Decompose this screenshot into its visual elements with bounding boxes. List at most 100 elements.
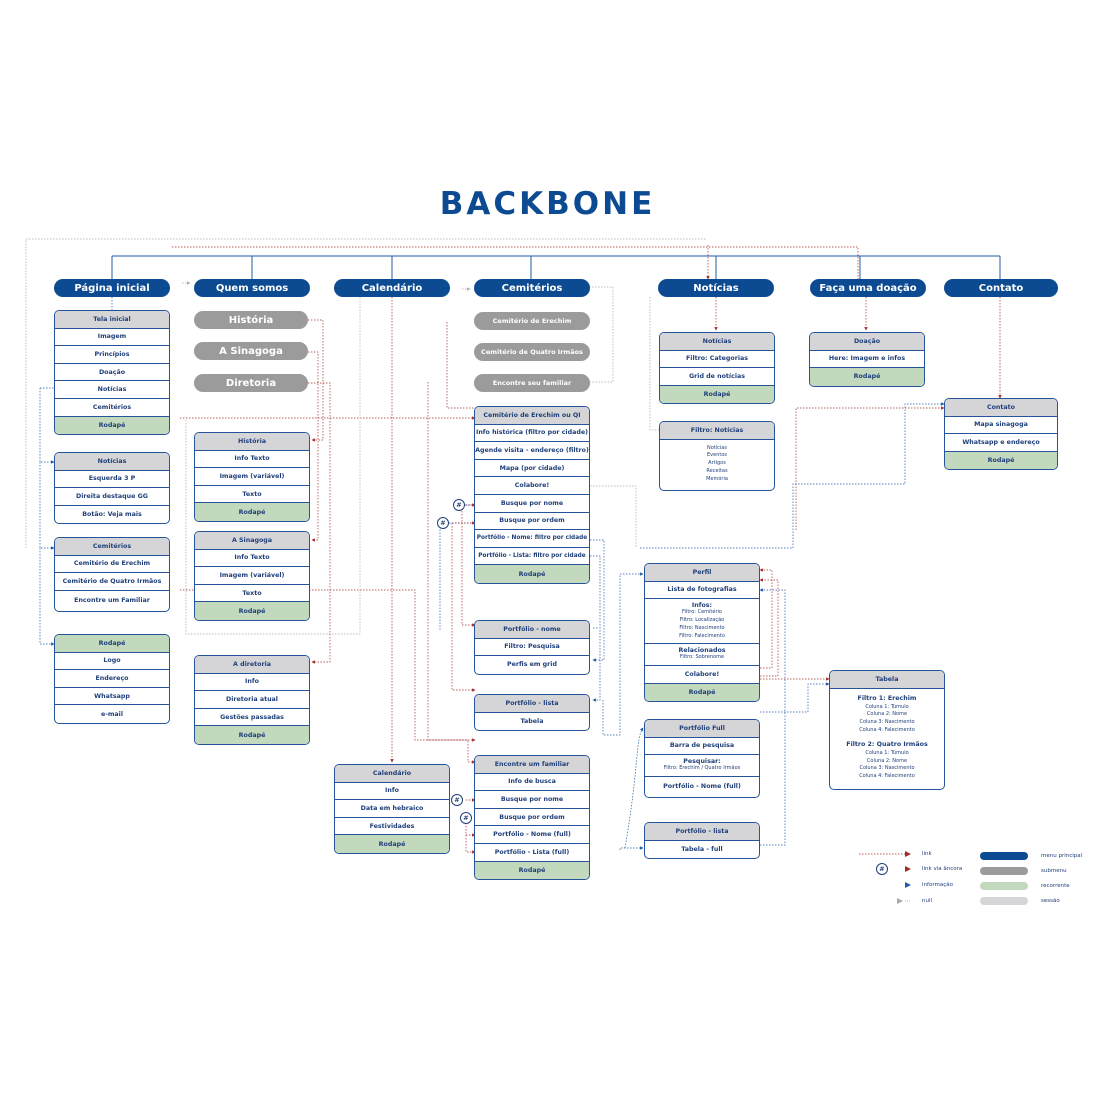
pesquisar-title: Pesquisar: — [683, 758, 721, 766]
section-header: Doação — [810, 333, 924, 351]
column-item: Coluna 2: Nome — [866, 711, 908, 718]
filter-item: Filtro: Sobrenome — [679, 654, 725, 661]
relacionados-title: Relacionados — [678, 647, 726, 655]
legend-menu-swatch — [980, 852, 1028, 860]
legend-menu-label: menu principal — [1041, 853, 1083, 859]
section-row: Whatsapp — [55, 688, 169, 706]
section-header: Notícias — [55, 453, 169, 471]
section-row: Colabore! — [645, 666, 759, 684]
filter-item: Memória — [706, 475, 728, 482]
column-item: Coluna 1: Túmulo — [865, 703, 909, 710]
filter-item: Notícias — [707, 444, 727, 451]
section-row: Notícias — [55, 381, 169, 399]
section-row: Direita destaque GG — [55, 488, 169, 506]
submenu-cemiterio-erechim[interactable]: Cemitério de Erechim — [474, 312, 590, 330]
infos-section: Infos: Filtro: Cemitério Filtro: Localiz… — [645, 599, 759, 645]
filter-item: Filtro: Nascimento — [679, 624, 725, 631]
section-row: Info histórica (filtro por cidade) — [475, 425, 589, 443]
legend-section-label: sessão — [1041, 898, 1060, 904]
column-item: Coluna 2: Nome — [866, 757, 908, 764]
section-header: Notícias — [660, 333, 774, 351]
footer-row: Rodapé — [55, 416, 169, 435]
section-row: Mapa (por cidade) — [475, 460, 589, 478]
cemiterio-gi-box: Cemitério de Erechim ou QI Info históric… — [474, 406, 590, 584]
footer-row: Rodapé — [335, 835, 449, 853]
section-header: Calendário — [335, 765, 449, 783]
page-title: BACKBONE — [439, 186, 656, 222]
legend-hash-icon: # — [876, 863, 888, 875]
anchor-hash-icon: # — [460, 812, 472, 824]
section-row: Info Texto — [195, 451, 309, 469]
section-row: Busque por nome — [475, 495, 589, 513]
section-row: Mapa sinagoga — [945, 417, 1057, 435]
filter-item: Eventos — [707, 452, 727, 459]
legend-recurring-swatch — [980, 882, 1028, 890]
pesquisar-section: Pesquisar: Filtro: Erechim / Quatro Irmã… — [645, 755, 759, 777]
section-row: Barra de pesquisa — [645, 738, 759, 756]
filter-title: Filtro 2: Quatro Irmãos — [846, 740, 928, 748]
menu-noticias[interactable]: Notícias — [658, 279, 774, 297]
rodape-box: Rodapé Logo Endereço Whatsapp e-mail — [54, 634, 170, 724]
section-row: Botão: Veja mais — [82, 511, 142, 519]
section-header: Tela inicial — [55, 311, 169, 329]
footer-row: Rodapé — [645, 683, 759, 702]
section-row: e-mail — [100, 710, 123, 718]
section-header: Perfil — [645, 564, 759, 582]
section-row: Encontre um Familiar — [74, 597, 150, 605]
submenu-diretoria[interactable]: Diretoria — [194, 374, 308, 392]
section-row: Diretoria atual — [195, 691, 309, 709]
tela-inicial-box: Tela inicial Imagem Princípios Doação No… — [54, 310, 170, 436]
legend-submenu-swatch — [980, 867, 1028, 875]
menu-contato[interactable]: Contato — [944, 279, 1058, 297]
section-row: Doação — [55, 364, 169, 382]
relacionados-section: Relacionados Filtro: Sobrenome — [645, 644, 759, 667]
column-item: Coluna 1: Túmulo — [865, 749, 909, 756]
filtro-noticias-box: Filtro: Notícias Notícias Eventos Artigo… — [659, 421, 775, 491]
tabela-content: Filtro 1: Erechim Coluna 1: Túmulo Colun… — [830, 689, 944, 789]
menu-cemiterios[interactable]: Cemitérios — [474, 279, 590, 297]
footer-row: Rodapé — [475, 861, 589, 880]
tabela-box: Tabela Filtro 1: Erechim Coluna 1: Túmul… — [829, 670, 945, 790]
column-item: Coluna 4: Falecimento — [859, 726, 915, 733]
submenu-historia[interactable]: História — [194, 311, 308, 329]
footer-row: Rodapé — [945, 451, 1057, 470]
footer-row: Rodapé — [195, 726, 309, 744]
section-header: Portfólio - lista — [645, 823, 759, 841]
section-row: Filtro: Categorias — [660, 351, 774, 369]
section-row: Portfólio - Nome (full) — [475, 826, 589, 844]
portfolio-full-box: Portfólio Full Barra de pesquisa Pesquis… — [644, 719, 760, 798]
noticias-box: Notícias Filtro: Categorias Grid de notí… — [659, 332, 775, 405]
menu-calendario[interactable]: Calendário — [334, 279, 450, 297]
footer-row: Rodapé — [810, 368, 924, 386]
section-header: Portfólio - nome — [475, 621, 589, 639]
submenu-cemiterio-quatro-irmaos[interactable]: Cemitério de Quatro Irmãos — [474, 343, 590, 361]
diretoria-box: A diretoria Info Diretoria atual Gestões… — [194, 655, 310, 745]
section-header: Portfólio Full — [645, 720, 759, 738]
section-row: Whatsapp e endereço — [945, 434, 1057, 452]
footer-row: Rodapé — [660, 385, 774, 404]
section-row: Busque por ordem — [475, 809, 589, 827]
menu-pagina-inicial[interactable]: Página inicial — [54, 279, 170, 297]
section-row: Esquerda 3 P — [55, 471, 169, 489]
section-row: Portfólio - Nome: filtro por cidade — [475, 530, 589, 548]
column-item: Coluna 3: Nascimento — [859, 719, 915, 726]
filter-item: Receitas — [706, 467, 728, 474]
section-row: Portfólio - Nome (full) — [663, 783, 741, 791]
menu-faca-uma-doacao[interactable]: Faça uma doação — [810, 279, 926, 297]
anchor-hash-icon: # — [437, 517, 449, 529]
section-row: Texto — [195, 585, 309, 603]
section-row: Busque por ordem — [475, 513, 589, 531]
section-row: Texto — [195, 486, 309, 504]
perfil-box: Perfil Lista de fotografias Infos: Filtr… — [644, 563, 760, 703]
filter-item: Filtro: Cemitério — [682, 609, 722, 616]
portfolio-nome-box: Portfólio - nome Filtro: Pesquisa Perfis… — [474, 620, 590, 675]
menu-quem-somos[interactable]: Quem somos — [194, 279, 310, 297]
submenu-encontre-seu-familiar[interactable]: Encontre seu familiar — [474, 374, 590, 392]
footer-row: Rodapé — [475, 565, 589, 583]
filter-title: Filtro 1: Erechim — [857, 694, 917, 702]
submenu-a-sinagoga[interactable]: A Sinagoga — [194, 342, 308, 360]
section-header: A Sinagoga — [195, 532, 309, 550]
filter-item: Filtro: Falecimento — [679, 632, 725, 639]
section-header: Encontre um familiar — [475, 756, 589, 774]
filter-item: Artigos — [708, 460, 726, 467]
